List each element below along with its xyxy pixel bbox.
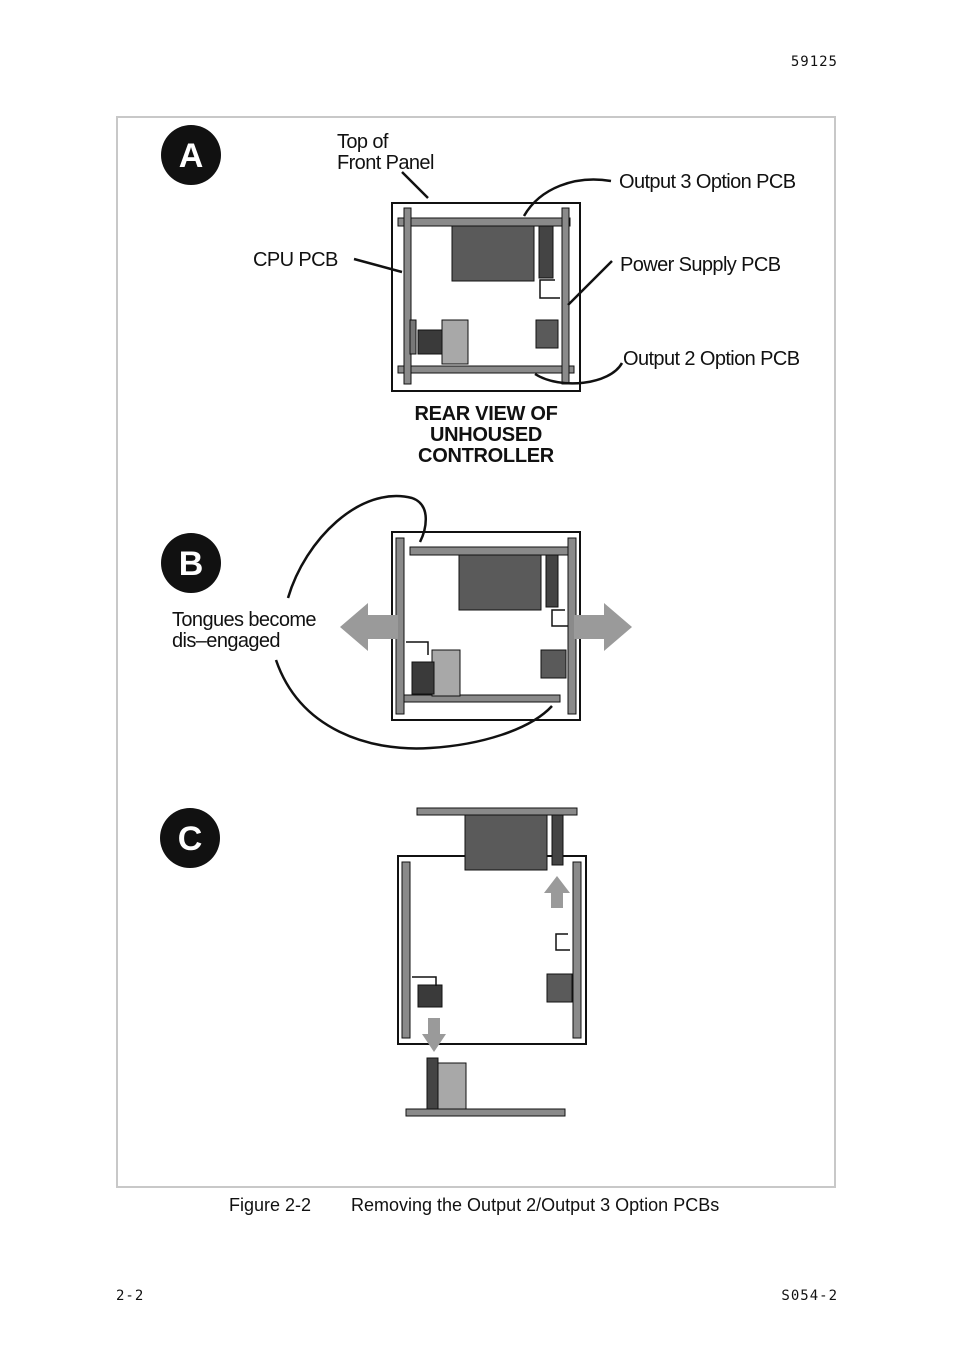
relay-a <box>417 329 443 355</box>
badge-b <box>161 533 221 593</box>
label-top-of: Top of <box>337 131 389 153</box>
label-power: Power Supply PCB <box>620 254 781 276</box>
panel-b: B Tongues become dis–engaged <box>161 494 632 750</box>
leader-power <box>567 260 613 306</box>
title-controller: CONTROLLER <box>418 445 555 467</box>
leader-tongue-top <box>286 494 427 599</box>
bracket-b <box>551 609 568 627</box>
output3-board-b <box>409 546 569 556</box>
title-rear-view: REAR VIEW OF <box>414 403 557 425</box>
document-number: 59125 <box>790 54 838 70</box>
bracket-c <box>555 933 570 951</box>
output2-board-removed <box>405 1108 566 1117</box>
badge-a-label: A <box>179 137 204 175</box>
output2-board-a <box>397 365 575 374</box>
transformer-a <box>535 319 559 349</box>
psu-board-a <box>561 207 570 385</box>
lead-c <box>412 976 437 986</box>
badge-b-label: B <box>179 545 204 583</box>
output3-board-removed <box>416 807 578 816</box>
title-unhoused: UNHOUSED <box>430 424 542 446</box>
page-number: 2-2 <box>116 1288 145 1304</box>
module-removed <box>437 1062 467 1111</box>
panel-c: C <box>160 807 587 1117</box>
connector-c <box>551 814 564 866</box>
output2-board-b <box>401 694 561 703</box>
badge-c-label: C <box>178 820 203 858</box>
label-cpu: CPU PCB <box>253 249 338 271</box>
arrow-right-b <box>574 603 632 651</box>
output3-board-a <box>397 217 571 227</box>
label-output3: Output 3 Option PCB <box>619 171 796 193</box>
label-output2: Output 2 Option PCB <box>623 348 800 370</box>
leader-output3 <box>522 178 612 217</box>
transformer-b <box>540 649 567 679</box>
module-b <box>431 649 461 697</box>
cpu-board-c <box>401 861 411 1039</box>
figure-frame <box>116 116 836 1188</box>
arrow-left-b <box>340 603 398 651</box>
leader-output2 <box>534 362 624 385</box>
document-code: S054-2 <box>781 1288 838 1304</box>
chip-b <box>458 554 542 611</box>
relay-c <box>417 984 443 1008</box>
badge-a <box>161 125 221 185</box>
module-a <box>441 319 469 365</box>
lead-b <box>406 641 429 655</box>
label-disengaged: dis–engaged <box>172 630 280 652</box>
connector-a <box>538 225 554 279</box>
caption-number: Figure 2-2 <box>229 1195 312 1215</box>
arrow-up-c <box>544 876 570 908</box>
chip-a <box>451 225 535 282</box>
figure-caption: Figure 2-2 Removing the Output 2/Output 3… <box>229 1195 719 1216</box>
connector-b <box>545 554 559 608</box>
label-front-panel: Front Panel <box>337 152 434 174</box>
pins-a <box>409 319 417 355</box>
label-tongues: Tongues become <box>172 609 316 631</box>
relay-b <box>411 661 435 695</box>
leader-cpu <box>353 257 403 274</box>
arrow-down-c <box>422 1018 446 1052</box>
panel-a: A Top of Front Panel Output 3 Option PCB… <box>161 125 800 467</box>
leader-tongue-bottom <box>274 659 553 750</box>
transformer-c <box>546 973 573 1003</box>
psu-board-c <box>572 861 582 1039</box>
badge-c <box>160 808 220 868</box>
caption-title: Removing the Output 2/Output 3 Option PC… <box>351 1195 720 1215</box>
leader-top-panel <box>401 171 429 199</box>
bracket-a <box>539 279 560 299</box>
cpu-board-a <box>403 207 412 385</box>
chip-c <box>464 814 548 871</box>
relay-removed <box>426 1057 439 1111</box>
